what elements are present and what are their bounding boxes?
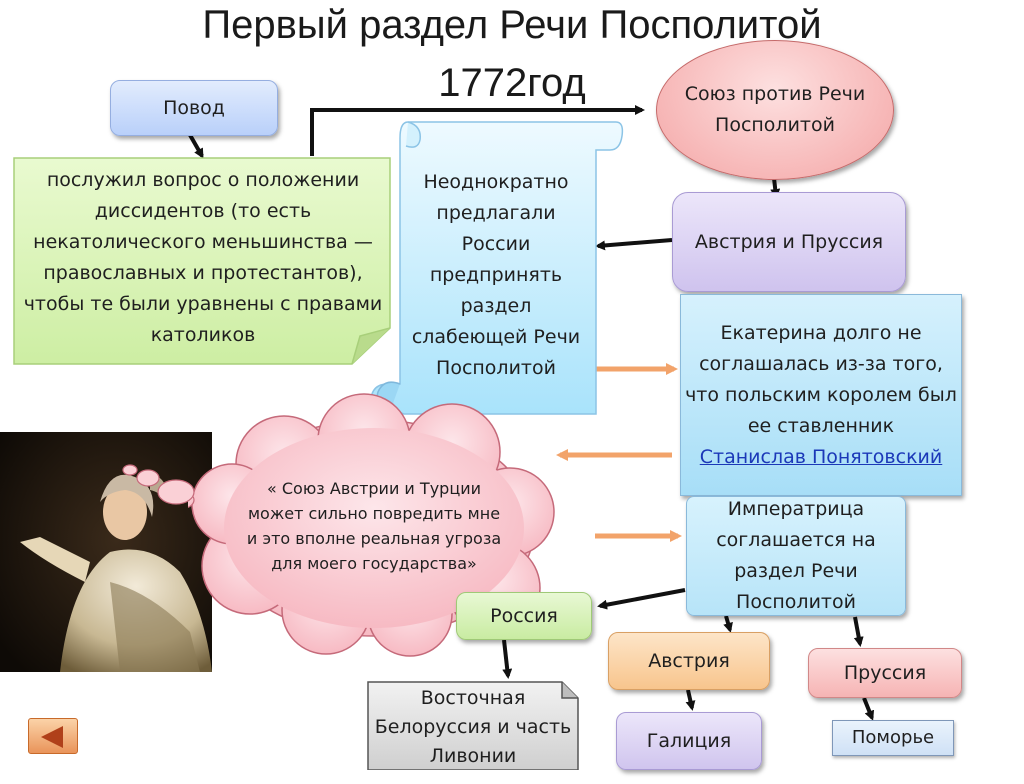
cloud-tail-icon xyxy=(122,464,195,505)
page-title: Первый раздел Речи Посполитой 1772год xyxy=(0,0,1024,112)
poniatowski-link[interactable]: Станислав Понятовский xyxy=(699,445,943,468)
arrow-empress-to-prussia xyxy=(853,616,864,647)
scroll-note: Неоднократно предлагали России предприня… xyxy=(404,150,588,400)
galicia-box: Галиция xyxy=(616,712,762,770)
empress-portrait-icon xyxy=(0,432,212,672)
arrow-empress-to-russia xyxy=(597,588,686,610)
reason-text: послужил вопрос о положении диссидентов … xyxy=(23,169,383,346)
quote-text: « Союз Австрии и Турции может сильно пов… xyxy=(246,479,502,573)
austria-prussia-label: Австрия и Пруссия xyxy=(694,231,884,253)
arrow-austria-to-galicia xyxy=(685,689,696,711)
connector-arrows xyxy=(188,105,875,721)
arrow-russia-to-east xyxy=(502,639,513,679)
empress-box: Императрица соглашается на раздел Речи П… xyxy=(686,496,906,616)
arrow-povod-to-reason xyxy=(188,134,204,159)
povod-label: Повод xyxy=(163,97,225,119)
catherine-box: Екатерина долго не соглашалась из-за тог… xyxy=(680,294,962,496)
galicia-label: Галиция xyxy=(646,730,732,752)
quote-cloud-shape xyxy=(188,393,555,657)
title-line-1: Первый раздел Речи Посполитой xyxy=(202,3,822,47)
east-box-shape xyxy=(367,681,579,770)
arrow-reason-to-union xyxy=(310,105,645,156)
austria-prussia-box: Австрия и Пруссия xyxy=(672,192,906,292)
arrow-empress-to-austria xyxy=(723,615,733,633)
arrow-prussia-to-pomorye xyxy=(862,697,875,721)
east-territory-text: Восточная Белоруссия и часть Ливонии xyxy=(374,687,572,767)
reason-note-shape xyxy=(13,157,391,365)
triangle-left-icon xyxy=(41,726,63,748)
pomorye-box: Поморье xyxy=(832,720,954,756)
union-oval: Союз против Речи Посполитой xyxy=(656,40,894,180)
pomorye-label: Поморье xyxy=(851,727,935,748)
union-text: Союз против Речи Посполитой xyxy=(684,83,866,136)
prussia-box: Пруссия xyxy=(808,648,962,698)
austria-box: Австрия xyxy=(608,632,770,690)
empress-text: Императрица соглашается на раздел Речи П… xyxy=(716,498,876,613)
russia-label: Россия xyxy=(490,605,558,627)
portrait-image xyxy=(0,432,212,672)
east-territory-box: Восточная Белоруссия и часть Ливонии xyxy=(374,684,572,784)
title-line-2: 1772год xyxy=(438,61,586,105)
prussia-label: Пруссия xyxy=(843,662,927,684)
reason-note: послужил вопрос о положении диссидентов … xyxy=(22,160,384,356)
back-button[interactable] xyxy=(28,718,78,754)
quote-cloud: « Союз Австрии и Турции может сильно пов… xyxy=(246,462,502,590)
povod-box: Повод xyxy=(110,80,278,136)
arrow-austria-prussia-to-scroll xyxy=(595,238,673,251)
russia-box: Россия xyxy=(456,592,592,640)
austria-label: Австрия xyxy=(648,650,730,672)
scroll-text: Неоднократно предлагали России предприня… xyxy=(411,170,581,379)
catherine-text: Екатерина долго не соглашалась из-за тог… xyxy=(685,321,957,437)
